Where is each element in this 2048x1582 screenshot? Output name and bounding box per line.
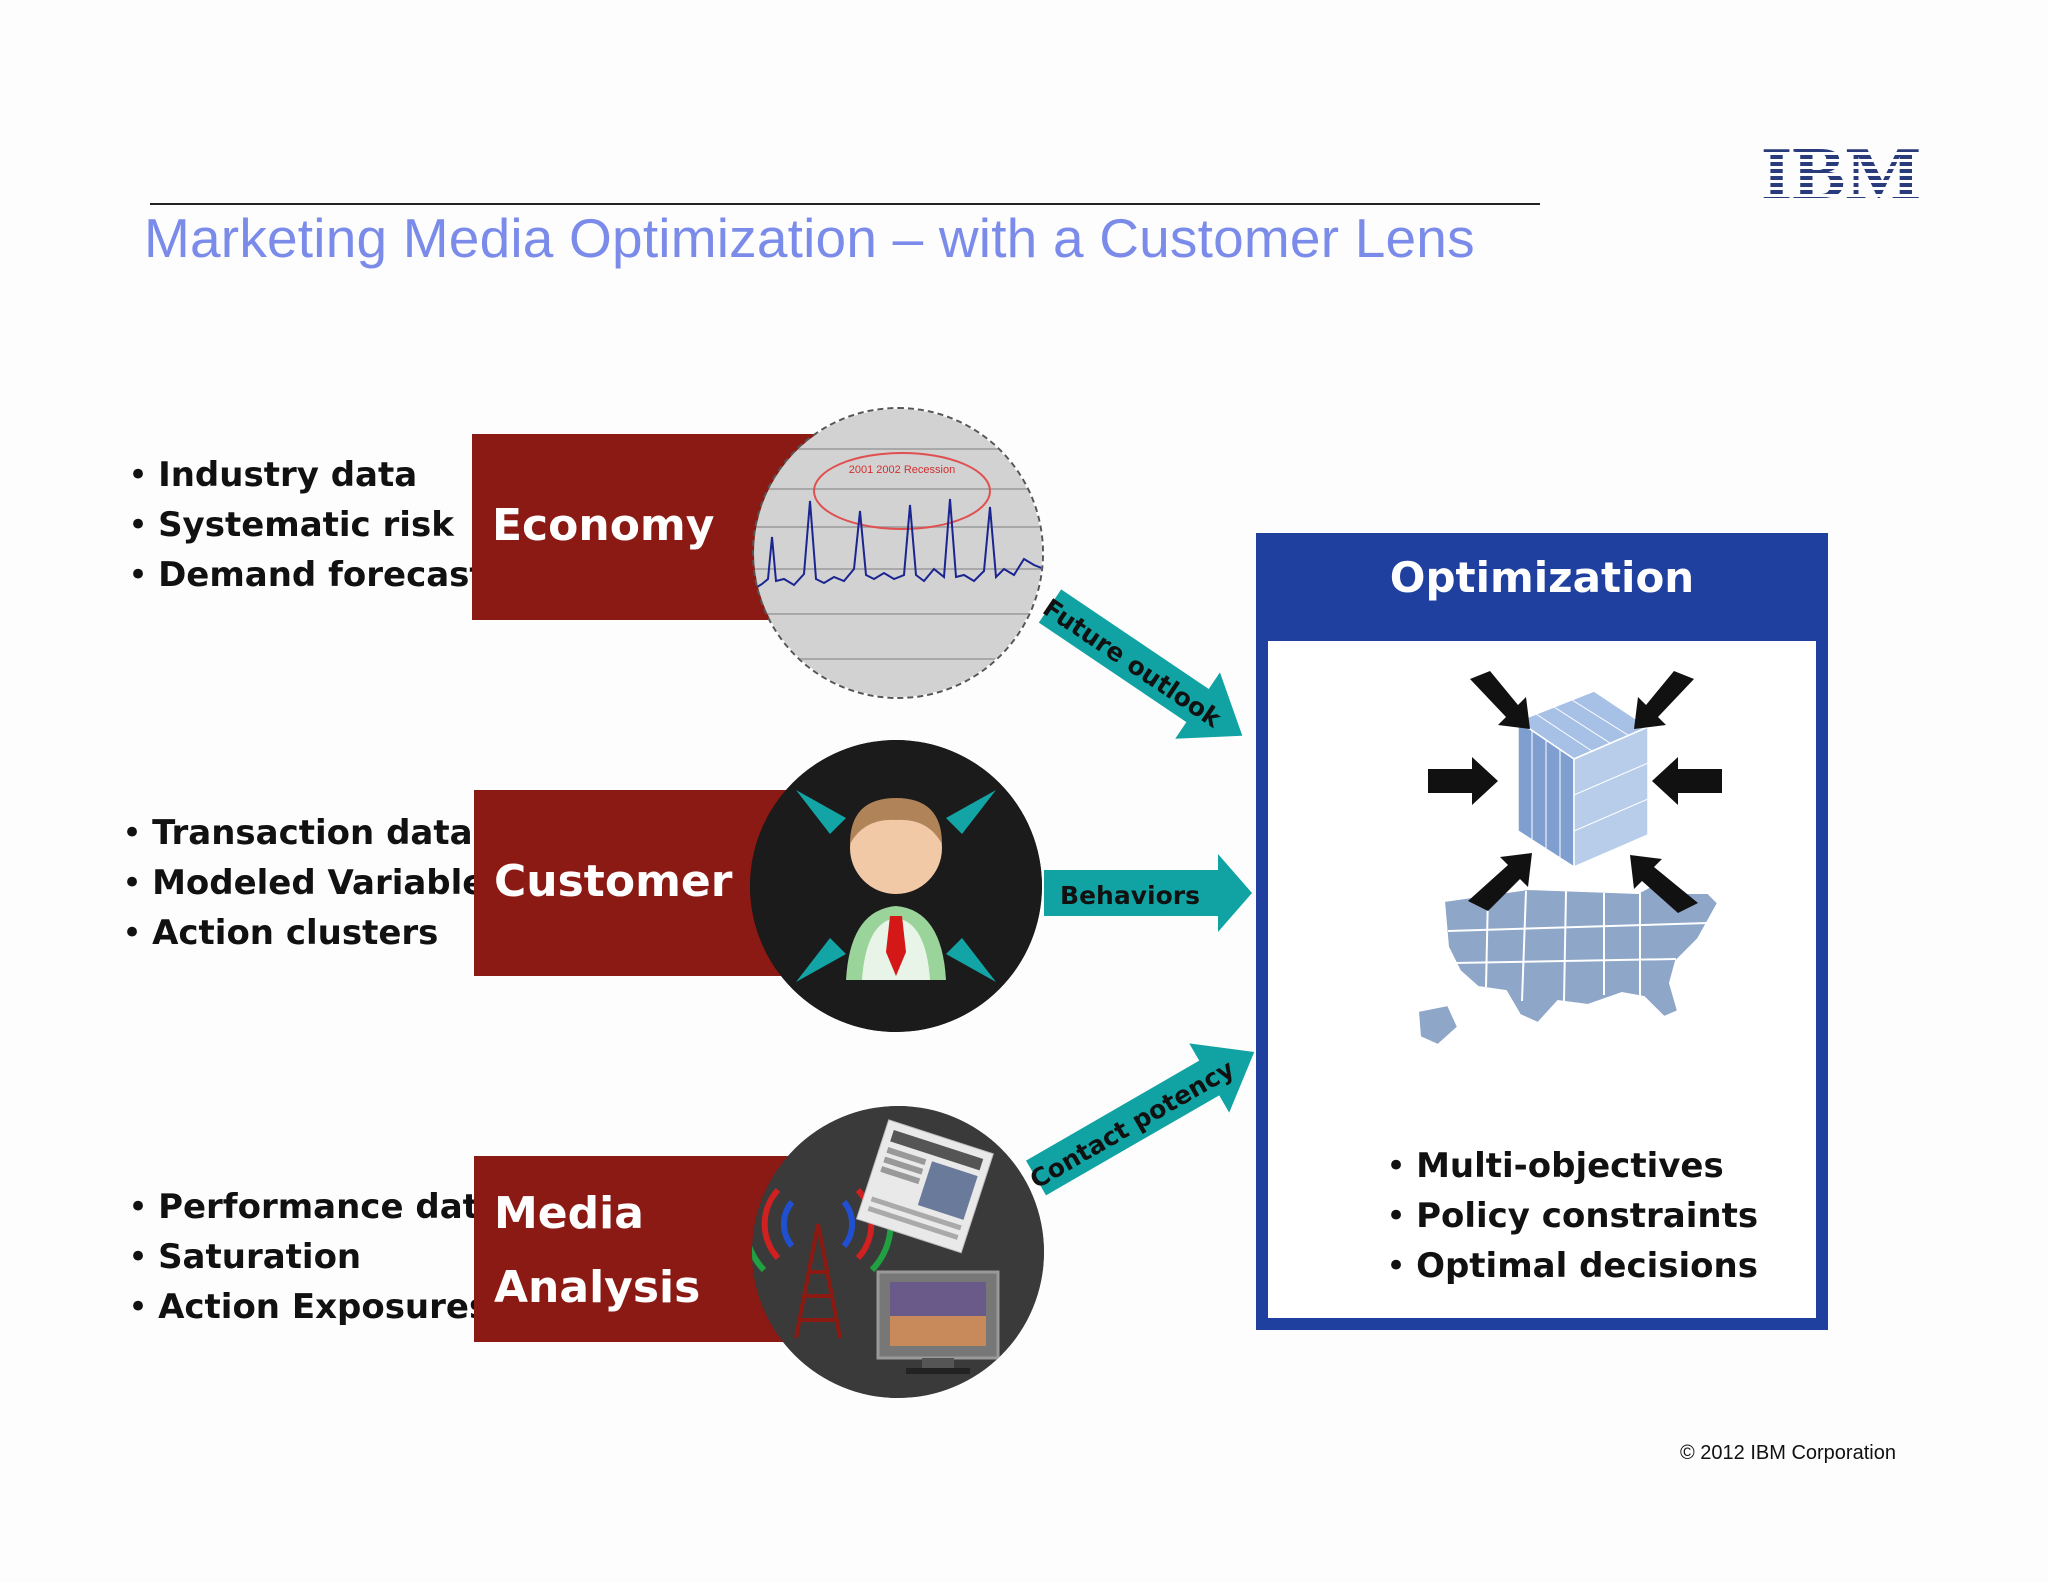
list-item: Saturation (128, 1232, 502, 1282)
ibm-logo: IBM (1761, 140, 1921, 202)
optimization-title: Optimization (1389, 553, 1695, 602)
copyright: © 2012 IBM Corporation (1680, 1442, 1896, 1464)
line-chart-icon: 2001 2002 Recession (752, 407, 1044, 699)
contact-potency-arrow: Contact potency (1025, 1043, 1255, 1196)
list-item: Industry data (128, 450, 486, 500)
list-item: Transaction data (122, 808, 506, 858)
economy-label: Economy (492, 500, 715, 551)
future-outlook-label: Future outlook (1038, 593, 1228, 734)
customer-bullets: Transaction data Modeled Variables Actio… (122, 808, 506, 958)
optimization-box: Optimization (1256, 533, 1828, 1330)
svg-text:2001 2002 Recession: 2001 2002 Recession (849, 464, 955, 476)
us-map-icon (1416, 671, 1722, 1047)
list-item: Demand forecast (128, 550, 486, 600)
contact-potency-label: Contact potency (1025, 1054, 1239, 1194)
list-item: Multi-objectives (1386, 1141, 1758, 1191)
list-item: Modeled Variables (122, 858, 506, 908)
person-icon (750, 740, 1042, 1032)
media-label-line2: Analysis (494, 1262, 701, 1313)
list-item: Action clusters (122, 908, 506, 958)
list-item: Action Exposures (128, 1282, 502, 1332)
customer-label: Customer (494, 856, 733, 907)
optimization-panel: Multi-objectives Policy constraints Opti… (1268, 641, 1816, 1318)
media-label-line1: Media (494, 1188, 644, 1239)
media-bullets: Performance data Saturation Action Expos… (128, 1182, 502, 1332)
economy-bullets: Industry data Systematic risk Demand for… (128, 450, 486, 600)
list-item: Systematic risk (128, 500, 486, 550)
future-outlook-arrow: Future outlook (1038, 589, 1243, 739)
optimization-bullets: Multi-objectives Policy constraints Opti… (1386, 1141, 1758, 1291)
title-rule (150, 203, 1540, 205)
behaviors-label: Behaviors (1060, 881, 1200, 910)
media-icon (752, 1106, 1044, 1398)
slide-title: Marketing Media Optimization – with a Cu… (144, 207, 1475, 269)
behaviors-arrow: Behaviors (1044, 854, 1252, 932)
list-item: Optimal decisions (1386, 1241, 1758, 1291)
list-item: Performance data (128, 1182, 502, 1232)
svg-text:IBM: IBM (1761, 140, 1921, 202)
list-item: Policy constraints (1386, 1191, 1758, 1241)
